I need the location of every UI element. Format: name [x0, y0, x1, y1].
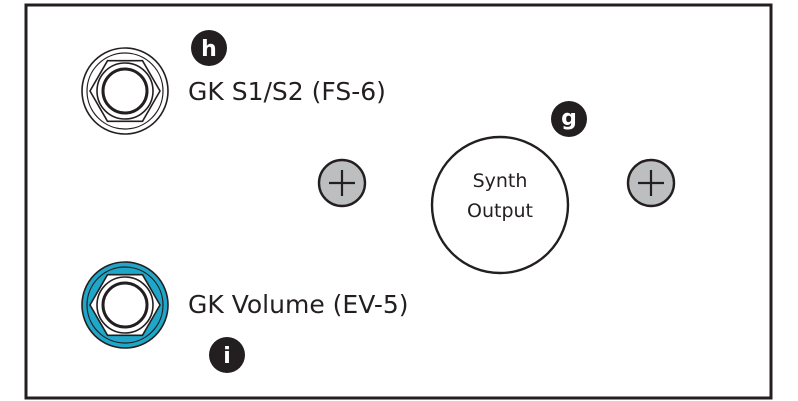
badge-i: i: [209, 337, 245, 373]
jack-i-label: GK Volume (EV-5): [188, 290, 409, 319]
badge-g: g: [551, 101, 587, 137]
badge-h-letter: h: [201, 37, 217, 62]
jack-gk-s1-s2[interactable]: [81, 47, 169, 135]
jack-h-inner-ring: [86, 52, 164, 130]
synth-output-label-line2: Output: [467, 200, 533, 222]
jack-h-socket: [101, 67, 149, 115]
jack-i-socket: [101, 281, 149, 329]
screw-left: [317, 158, 367, 208]
badge-h-circle: [191, 30, 227, 66]
synth-output-jack[interactable]: Synth Output: [430, 135, 570, 275]
jack-h-label: GK S1/S2 (FS-6): [188, 77, 386, 106]
screw-right: [626, 158, 676, 208]
badge-g-letter: g: [561, 106, 577, 131]
synth-output-circle: [430, 135, 570, 275]
synth-output-label-line1: Synth: [473, 170, 528, 192]
badge-i-circle: [209, 337, 245, 373]
badge-g-circle: [551, 101, 587, 137]
jack-gk-volume[interactable]: [81, 261, 169, 349]
badge-i-letter: i: [223, 344, 231, 369]
jack-i-inner-ring: [86, 266, 164, 344]
badge-h: h: [191, 30, 227, 66]
